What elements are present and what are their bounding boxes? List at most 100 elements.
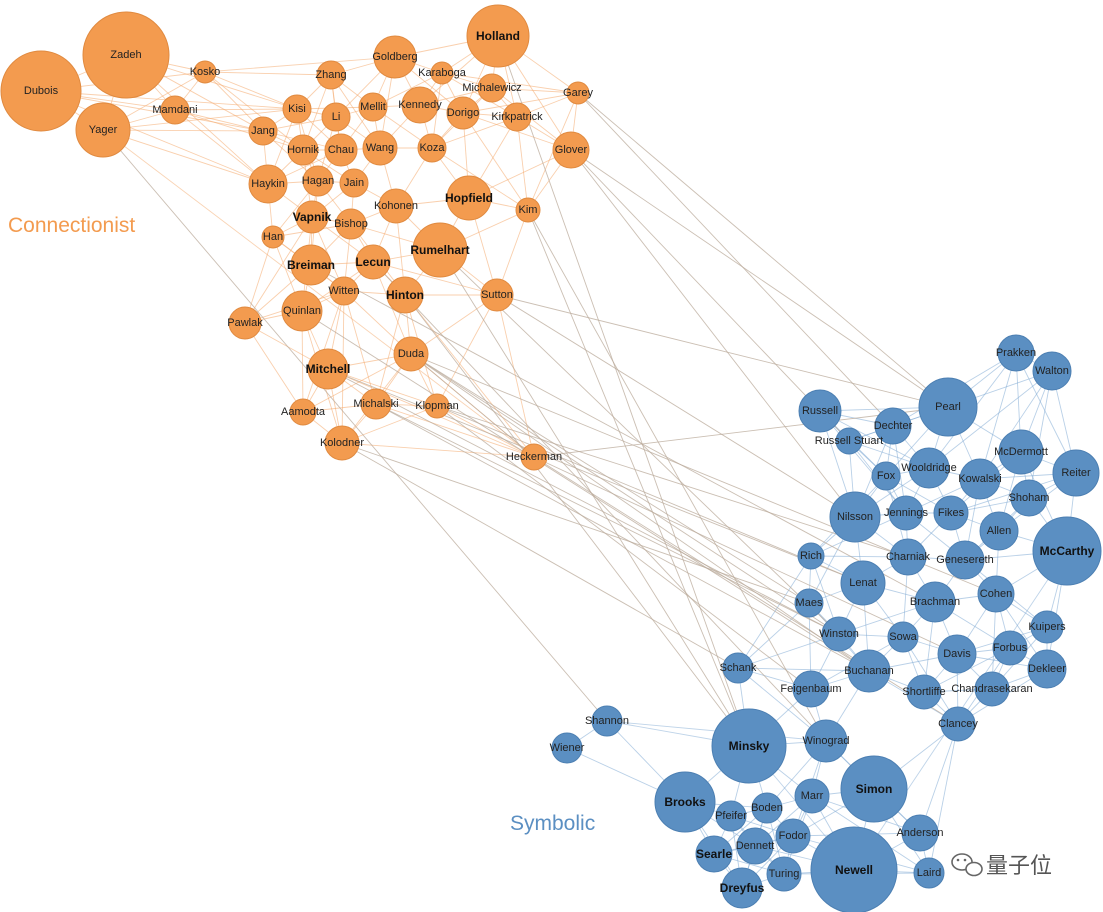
node-feigenbaum[interactable]: Feigenbaum: [780, 670, 842, 708]
node-holland[interactable]: Holland: [466, 4, 530, 68]
node-walton[interactable]: Walton: [1032, 351, 1072, 391]
node-sowa[interactable]: Sowa: [887, 621, 919, 653]
node-pearl[interactable]: Pearl: [918, 377, 978, 437]
node-winston[interactable]: Winston: [819, 616, 859, 652]
node-pfeifer[interactable]: Pfeifer: [715, 800, 747, 832]
node-jain[interactable]: Jain: [339, 168, 369, 198]
node-kohonen[interactable]: Kohonen: [374, 188, 418, 224]
node-li[interactable]: Li: [321, 102, 351, 132]
node-charniak[interactable]: Charniak: [886, 538, 931, 576]
node-clancey[interactable]: Clancey: [938, 706, 978, 742]
node-shortliffe[interactable]: Shortliffe: [902, 674, 946, 710]
node-mccarthy[interactable]: McCarthy: [1032, 516, 1102, 586]
node-garey[interactable]: Garey: [563, 81, 593, 105]
node-dechter[interactable]: Dechter: [874, 407, 913, 445]
node-pawlak[interactable]: Pawlak: [227, 306, 263, 340]
node-dorigo[interactable]: Dorigo: [446, 96, 480, 130]
node-sutton[interactable]: Sutton: [480, 278, 514, 312]
node-michalski[interactable]: Michalski: [353, 388, 399, 420]
node-chau[interactable]: Chau: [324, 133, 358, 167]
node-hagan[interactable]: Hagan: [302, 165, 334, 197]
node-schank[interactable]: Schank: [720, 652, 757, 684]
node-hopfield[interactable]: Hopfield: [445, 175, 493, 221]
node-winograd[interactable]: Winograd: [802, 719, 850, 763]
node-yager[interactable]: Yager: [75, 102, 131, 158]
node-cohen[interactable]: Cohen: [977, 575, 1015, 613]
node-lenat[interactable]: Lenat: [840, 560, 886, 606]
node-kosko[interactable]: Kosko: [190, 60, 221, 84]
node-kim[interactable]: Kim: [515, 197, 541, 223]
node-minsky[interactable]: Minsky: [711, 708, 787, 784]
node-mcdermott[interactable]: McDermott: [994, 429, 1048, 475]
node-chandrasekaran[interactable]: Chandrasekaran: [951, 671, 1033, 707]
node-kisi[interactable]: Kisi: [282, 94, 312, 124]
node-zadeh[interactable]: Zadeh: [82, 11, 170, 99]
node-bishop[interactable]: Bishop: [334, 208, 368, 240]
node-karaboga[interactable]: Karaboga: [418, 61, 467, 85]
node-wang[interactable]: Wang: [362, 130, 398, 166]
node-dekleer[interactable]: Dekleer: [1027, 649, 1067, 689]
node-hornik[interactable]: Hornik: [287, 134, 319, 166]
node-fox[interactable]: Fox: [871, 461, 901, 491]
node-kennedy[interactable]: Kennedy: [398, 86, 442, 124]
node-simon[interactable]: Simon: [840, 755, 908, 823]
node-kowalski[interactable]: Kowalski: [958, 458, 1002, 500]
node-heckerman[interactable]: Heckerman: [506, 443, 562, 471]
node-vapnik[interactable]: Vapnik: [293, 200, 332, 234]
node-searle[interactable]: Searle: [695, 835, 733, 873]
node-kuipers[interactable]: Kuipers: [1028, 610, 1066, 644]
node-jang[interactable]: Jang: [248, 116, 278, 146]
node-nilsson[interactable]: Nilsson: [829, 491, 881, 543]
node-anderson[interactable]: Anderson: [896, 814, 944, 852]
node-davis[interactable]: Davis: [937, 634, 977, 674]
node-hinton[interactable]: Hinton: [386, 276, 424, 314]
node-rumelhart[interactable]: Rumelhart: [410, 222, 470, 278]
node-goldberg[interactable]: Goldberg: [372, 35, 418, 79]
node-dubois[interactable]: Dubois: [0, 50, 82, 132]
node-glover[interactable]: Glover: [552, 131, 590, 169]
node-shannon[interactable]: Shannon: [585, 705, 629, 737]
node-mellit[interactable]: Mellit: [358, 92, 388, 122]
node-fikes[interactable]: Fikes: [933, 495, 969, 531]
node-laird[interactable]: Laird: [913, 857, 945, 889]
node-reiter[interactable]: Reiter: [1052, 449, 1100, 497]
node-turing[interactable]: Turing: [766, 856, 802, 892]
node-brooks[interactable]: Brooks: [654, 771, 716, 833]
node-zhang[interactable]: Zhang: [315, 60, 347, 90]
node-fodor[interactable]: Fodor: [775, 818, 811, 854]
node-shoham[interactable]: Shoham: [1009, 479, 1050, 517]
node-marr[interactable]: Marr: [794, 778, 830, 814]
node-newell[interactable]: Newell: [810, 826, 898, 912]
node-witten[interactable]: Witten: [328, 276, 360, 306]
node-forbus[interactable]: Forbus: [992, 630, 1028, 666]
node-allen[interactable]: Allen: [979, 511, 1019, 551]
node-mitchell[interactable]: Mitchell: [306, 348, 351, 390]
node-wiener[interactable]: Wiener: [550, 732, 585, 764]
node-boden[interactable]: Boden: [751, 792, 783, 824]
node-dreyfus[interactable]: Dreyfus: [720, 867, 765, 909]
node-aamodt[interactable]: Aamodta: [281, 398, 326, 426]
node-russell[interactable]: Russell: [798, 389, 842, 433]
node-quinlan[interactable]: Quinlan: [281, 290, 323, 332]
node-maes[interactable]: Maes: [794, 588, 824, 618]
node-dennett[interactable]: Dennett: [736, 827, 775, 865]
node-lecun[interactable]: Lecun: [355, 244, 391, 280]
node-koza[interactable]: Koza: [417, 133, 447, 163]
node-kirkpatrick[interactable]: Kirkpatrick: [491, 102, 543, 132]
node-genesereth[interactable]: Genesereth: [936, 540, 994, 580]
node-mamdani[interactable]: Mamdani: [152, 95, 198, 125]
node-wooldridge[interactable]: Wooldridge: [901, 447, 957, 489]
node-han[interactable]: Han: [261, 225, 285, 249]
node-brachman[interactable]: Brachman: [910, 581, 960, 623]
node-kolodner[interactable]: Kolodner: [320, 425, 364, 461]
node-michalewicz[interactable]: Michalewicz: [462, 73, 522, 103]
node-russellstuart[interactable]: Russell Stuart: [815, 427, 883, 455]
node-klopman[interactable]: Klopman: [415, 393, 459, 419]
node-buchanan[interactable]: Buchanan: [844, 649, 894, 693]
node-rich[interactable]: Rich: [797, 542, 825, 570]
node-duda[interactable]: Duda: [393, 336, 429, 372]
node-jennings[interactable]: Jennings: [884, 495, 929, 531]
node-breiman[interactable]: Breiman: [287, 244, 335, 286]
node-haykin[interactable]: Haykin: [248, 164, 288, 204]
node-prakken[interactable]: Prakken: [996, 334, 1036, 372]
